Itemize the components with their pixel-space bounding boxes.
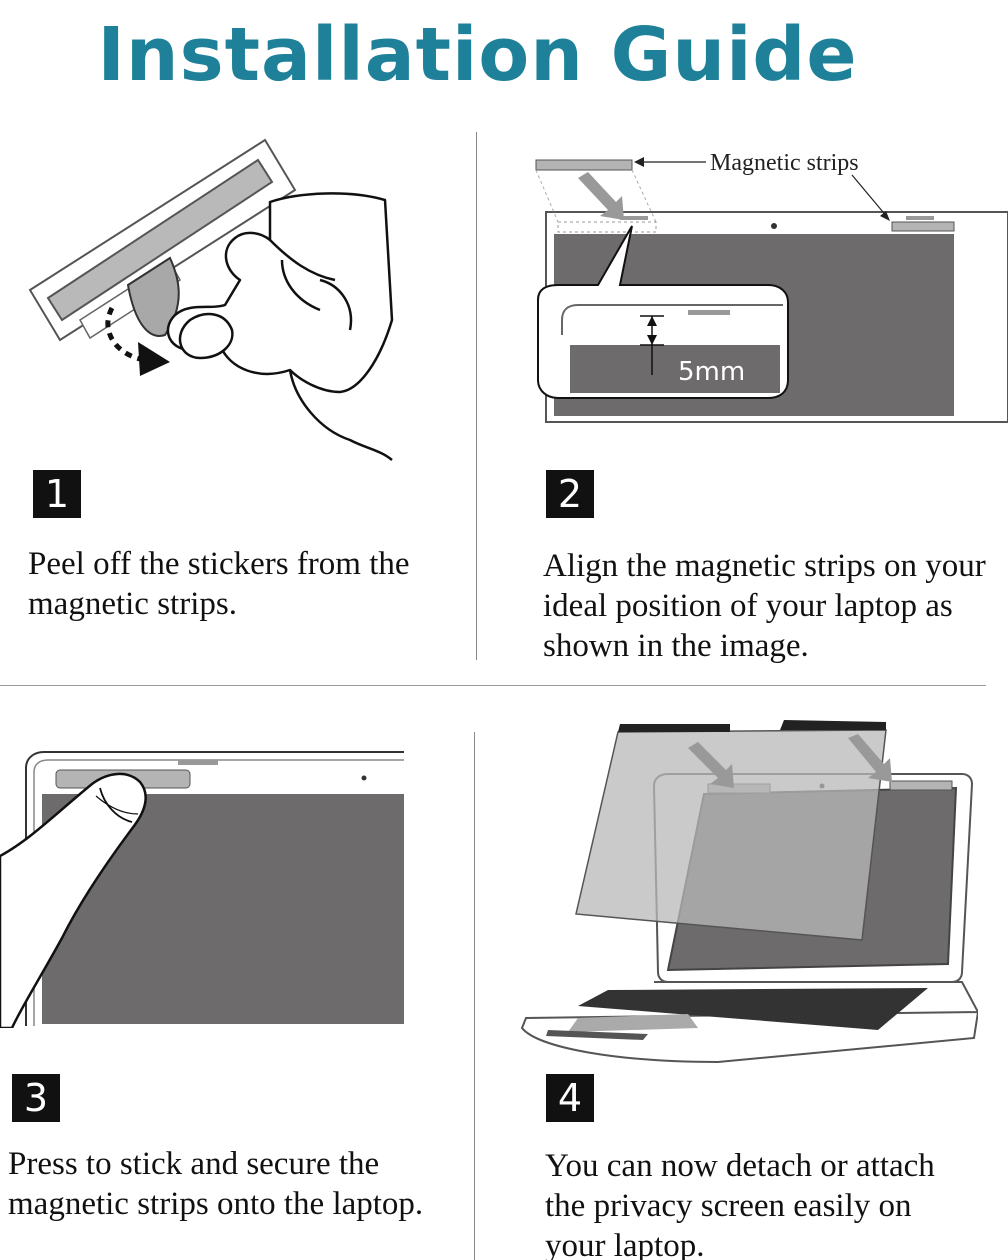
down-arrow-icon [578, 172, 624, 220]
step-4-illustration [520, 720, 978, 1064]
step-3-caption: Press to stick and secure the magnetic s… [8, 1146, 424, 1222]
step-2-illustration: Magnetic strips 5mm [535, 150, 1008, 423]
measure-label: 5mm [678, 357, 745, 387]
magnetic-strip [535, 159, 633, 171]
arrow-head-icon [138, 342, 170, 376]
finger-icon [0, 772, 147, 1028]
step-2-caption: Align the magnetic strips on your ideal … [543, 548, 986, 664]
zoom-callout: 5mm [537, 225, 789, 399]
step-4-caption: You can now detach or attach the privacy… [545, 1148, 935, 1260]
page-title: Installation Guide [97, 12, 858, 98]
step-1-caption: Peel off the stickers from the magnetic … [28, 546, 410, 622]
step-1-number: 1 [33, 470, 81, 518]
privacy-screen-panel [575, 720, 887, 941]
divider-horizontal [0, 685, 986, 686]
peeled-strip [126, 256, 180, 337]
strip-target-outline [557, 221, 657, 233]
step-3-number: 3 [12, 1074, 60, 1122]
hand-icon [166, 192, 394, 461]
step-3-illustration [0, 751, 404, 1028]
arrow-left-icon [688, 742, 734, 788]
callout-label: Magnetic strips [710, 150, 859, 176]
arrow-right-icon [848, 734, 892, 782]
divider-vertical-bottom [474, 732, 475, 1260]
step-4-number: 4 [546, 1074, 594, 1122]
step-2-number: 2 [546, 470, 594, 518]
divider-vertical-top [476, 132, 477, 660]
laptop-screen-closeup [25, 751, 404, 1026]
step-1-illustration [28, 138, 394, 461]
callout-arrow-icon [634, 157, 644, 167]
